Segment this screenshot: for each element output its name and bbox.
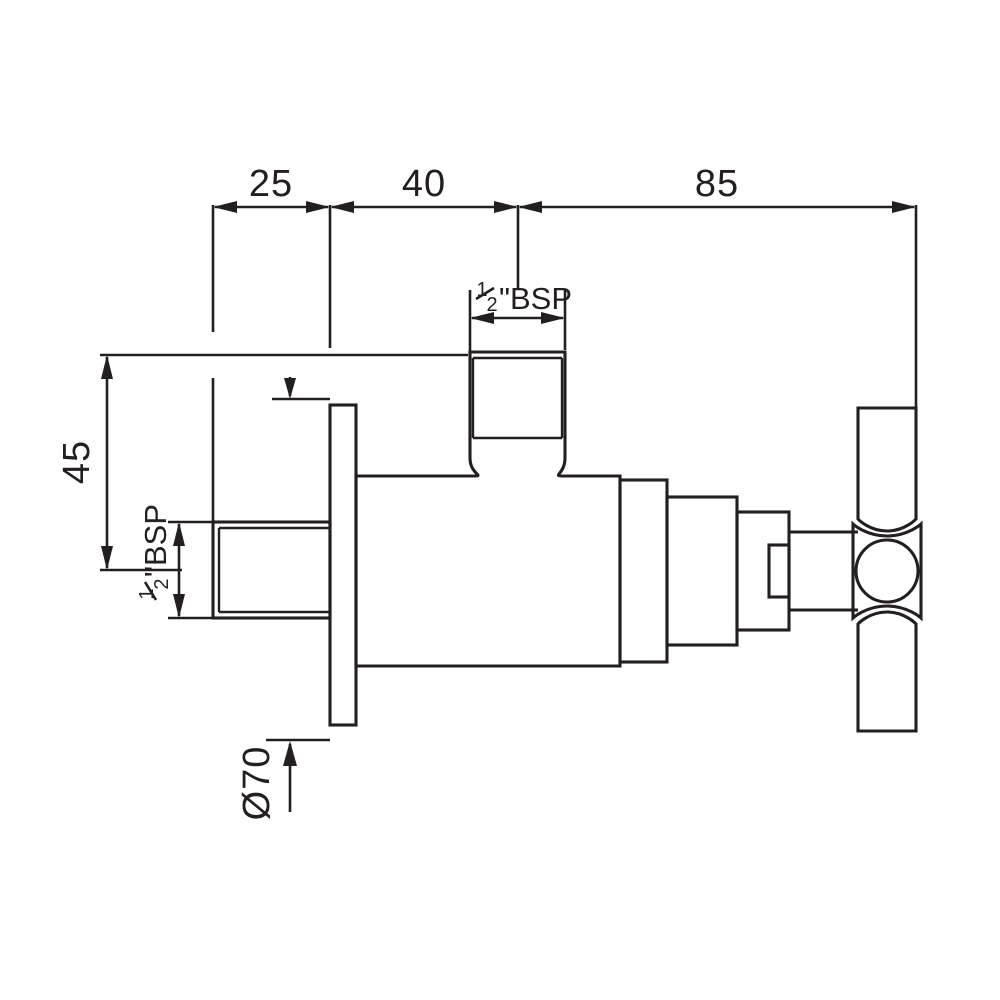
inlet-pipe-body xyxy=(211,520,332,620)
arrowhead-45-bottom xyxy=(101,546,113,570)
flange-top-pointer xyxy=(272,377,330,401)
arrowhead-85-left xyxy=(518,201,542,213)
wall-flange-plate xyxy=(328,403,358,727)
thread-top-denominator: 2 xyxy=(486,294,497,316)
handle-arm-upper xyxy=(856,406,918,533)
valve-stem xyxy=(789,530,858,612)
dimension-chain-horizontal xyxy=(213,201,916,213)
bonnet-steps xyxy=(618,478,791,664)
arrowhead-45-top xyxy=(101,355,113,379)
thread-label-top: 1 2 "BSP xyxy=(475,279,572,316)
thread-top-fraction-bar xyxy=(475,286,495,301)
dim-label-85: 85 xyxy=(695,163,739,205)
handle-hub-circle xyxy=(854,538,920,604)
dim-label-45: 45 xyxy=(56,440,98,484)
bonnet-gland-notch xyxy=(767,543,791,599)
valve-body xyxy=(354,350,622,668)
thread-top-numerator: 1 xyxy=(476,279,487,301)
arrowhead-thread-top-left xyxy=(470,312,494,324)
thread-left-fraction-bar xyxy=(143,581,158,601)
thread-dimension-left xyxy=(168,520,216,620)
bonnet-step-3 xyxy=(735,510,791,632)
arrowhead-40-right xyxy=(494,201,518,213)
diameter-dimension-70 xyxy=(266,738,330,812)
arrowhead-25-right xyxy=(306,201,330,213)
arrowhead-40-left xyxy=(330,201,354,213)
inlet-pipe-left xyxy=(211,520,332,620)
handle-arm-lower xyxy=(856,610,918,733)
bonnet-step-2 xyxy=(665,495,739,647)
thread-left-suffix: "BSP xyxy=(138,504,173,577)
bonnet-step-1 xyxy=(618,478,669,664)
dimension-45-vertical xyxy=(100,353,468,572)
thread-label-left: 1 2 "BSP xyxy=(136,504,173,601)
thread-left-numerator: 1 xyxy=(136,588,158,599)
valve-body-profile xyxy=(354,350,622,668)
dim-label-25: 25 xyxy=(249,163,293,205)
thread-left-denominator: 2 xyxy=(151,578,173,589)
handle-hub xyxy=(851,520,923,622)
arrowhead-85-right xyxy=(892,201,916,213)
cross-handle xyxy=(851,406,923,733)
thread-dimension-top xyxy=(470,312,565,324)
extension-lines-top xyxy=(211,205,918,522)
arrowhead-dia70 xyxy=(283,741,297,766)
dim-label-dia70: Ø70 xyxy=(236,746,278,821)
dim-label-40: 40 xyxy=(402,163,446,205)
arrowhead-thread-top-right xyxy=(541,312,565,324)
arrowhead-25-left xyxy=(213,201,237,213)
thread-top-suffix: "BSP xyxy=(499,281,572,316)
arrowhead-thread-left-bottom xyxy=(173,594,185,618)
arrowhead-flange-top xyxy=(284,378,296,399)
arrowhead-thread-left-top xyxy=(173,522,185,546)
